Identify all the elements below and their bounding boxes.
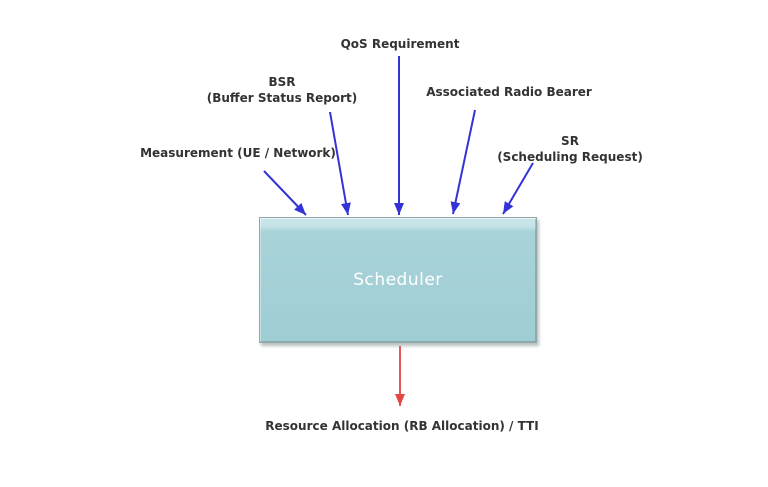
input-label-associated-radio-bearer: Associated Radio Bearer (426, 85, 592, 99)
input-label-qos-requirement: QoS Requirement (340, 37, 460, 51)
scheduler-box-label: Scheduler (353, 270, 443, 290)
arrow-measurement-input (263, 170, 307, 216)
arrow-sr-input (502, 162, 534, 215)
scheduler-box: Scheduler (259, 217, 537, 343)
arrow-bsr-input (329, 111, 351, 216)
input-label-measurement: Measurement (UE / Network) (140, 146, 336, 160)
output-label-resource-allocation: Resource Allocation (RB Allocation) / TT… (265, 419, 539, 433)
input-label-bsr: BSR (Buffer Status Report) (206, 75, 358, 105)
input-label-scheduling-request: SR (Scheduling Request) (497, 134, 643, 164)
arrow-associated-radio-bearer-input (450, 109, 476, 215)
